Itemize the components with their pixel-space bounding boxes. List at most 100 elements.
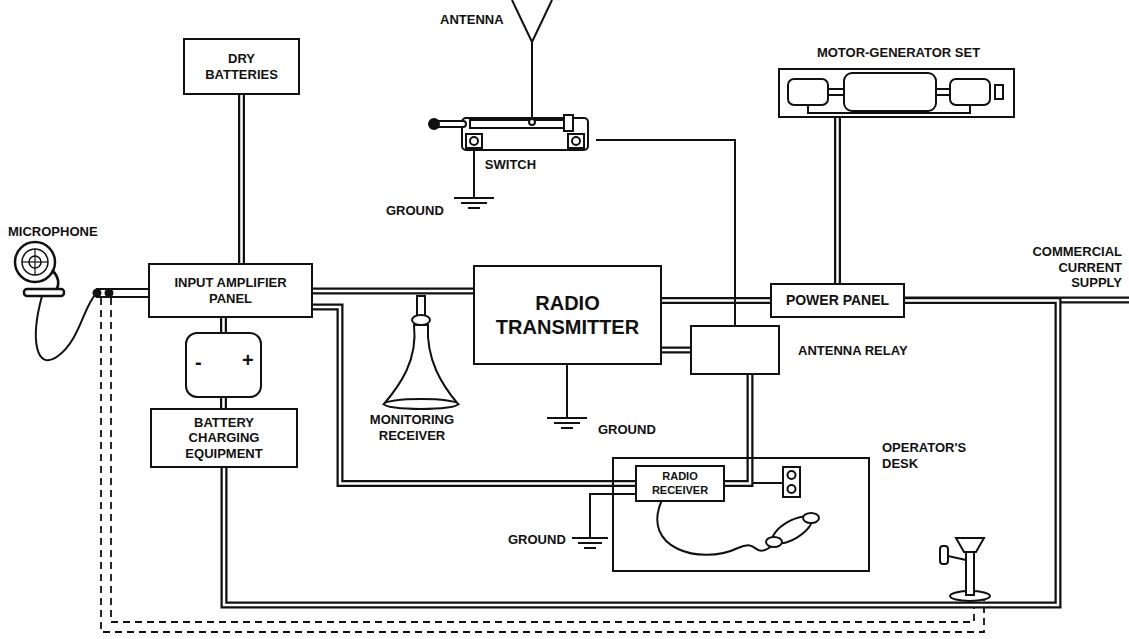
cable	[662, 350, 690, 351]
cable-sheath	[662, 297, 770, 304]
part-label: MICROPHONE	[8, 224, 98, 240]
microphone-part	[22, 249, 48, 275]
node-label: ANTENNA RELAY	[798, 343, 908, 359]
part-label: ANTENNA	[440, 12, 504, 28]
cable-core	[725, 375, 750, 484]
node-label: MOTOR-GENERATOR SET	[780, 45, 1017, 61]
cable-core	[222, 318, 225, 332]
ground-symbol-part	[547, 417, 587, 419]
battery-box: DRY BATTERIES	[183, 38, 300, 95]
cable	[223, 398, 224, 408]
desk-telephone-part	[956, 538, 984, 552]
ground-symbol-part	[473, 150, 475, 198]
cable-core	[662, 299, 770, 302]
ground-symbol-part	[572, 537, 608, 539]
desk-telephone-part	[966, 551, 974, 595]
desk-key-box	[750, 467, 800, 497]
microphone-leads-part	[96, 288, 148, 290]
knife-switch-part	[470, 120, 565, 128]
operator-desk: OPERATOR'S DESKRADIO RECEIVER	[612, 457, 870, 572]
part-label: COMMERCIAL CURRENT SUPPLY	[1022, 244, 1122, 291]
antenna-switch: SWITCH	[425, 112, 596, 174]
node-label: DRY BATTERIES	[194, 51, 289, 82]
desk-telephone-part	[940, 546, 948, 564]
ground-symbol-part	[468, 207, 480, 209]
microphone-leads	[94, 289, 149, 297]
knife-switch-part	[466, 134, 482, 148]
antenna-wires-part	[531, 42, 533, 119]
cable	[725, 375, 750, 484]
desk-key-box-part	[788, 471, 796, 479]
part-label: GROUND	[598, 422, 656, 438]
part-label: MONITORING RECEIVER	[352, 412, 472, 443]
desk-key-box-part	[783, 467, 800, 497]
node-label: RADIO RECEIVER	[641, 470, 719, 496]
node-label: RADIO TRANSMITTER	[485, 291, 650, 339]
motor-generator	[788, 73, 1003, 113]
cable-core	[222, 398, 225, 408]
headset-part	[803, 513, 819, 523]
knife-switch-part	[568, 134, 584, 148]
cable-sheath	[220, 318, 227, 332]
node-label: OPERATOR'S DESK	[882, 440, 974, 471]
node-label: -	[195, 350, 202, 374]
motor-generator-set: MOTOR-GENERATOR SET	[778, 68, 1015, 118]
ground-symbol-part	[554, 422, 580, 424]
desk-telephone	[940, 538, 990, 601]
microphone-part	[36, 294, 96, 360]
knife-switch-part	[564, 115, 573, 131]
motor-generator-part	[808, 105, 970, 113]
node-label: BATTERY CHARGING EQUIPMENT	[174, 415, 274, 462]
knife-switch-part	[529, 119, 535, 125]
microphone	[15, 242, 96, 360]
desk-telephone-part	[948, 556, 966, 560]
ground-symbol-part	[461, 202, 487, 204]
desk-key-box-part	[750, 482, 783, 484]
part-label: GROUND	[386, 203, 444, 219]
node-label: INPUT AMPLIFIER PANEL	[156, 275, 306, 306]
monitoring-receiver-part	[384, 325, 458, 404]
charging-box: BATTERY CHARGING EQUIPMENT	[150, 408, 298, 468]
headset-part	[766, 537, 782, 547]
node-label: POWER PANEL	[786, 292, 889, 309]
antenna-wires-part	[532, 0, 552, 42]
cable-sheath	[834, 118, 841, 283]
ground-symbol-part	[578, 542, 602, 544]
cable-sheath	[313, 288, 473, 295]
cable-sheath	[238, 95, 245, 263]
ground-symbol-part	[566, 365, 568, 418]
microphone-part	[15, 242, 55, 282]
monitoring-receiver-part	[412, 315, 430, 325]
power-panel: POWER PANEL	[770, 283, 905, 318]
motor-generator-part	[828, 89, 844, 95]
ground-symbol-part	[561, 427, 573, 429]
headset-part	[657, 500, 772, 555]
microphone-leads-part	[94, 290, 101, 297]
ground-symbol-part	[584, 547, 596, 549]
storage-battery: -+	[185, 332, 262, 398]
knife-switch-part	[470, 137, 478, 145]
antenna-wires-part	[512, 0, 532, 42]
cable-sheath	[662, 347, 690, 354]
cable-core	[240, 95, 243, 263]
cable-sheath	[220, 398, 227, 408]
amplifier-panel: INPUT AMPLIFIER PANEL	[148, 263, 313, 318]
desk-key-box-part	[788, 485, 796, 493]
knife-switch-part	[572, 137, 580, 145]
microphone-part	[22, 261, 48, 262]
headset	[657, 500, 819, 555]
cable-core	[836, 118, 839, 283]
radio-receiver: RADIO RECEIVER	[635, 465, 725, 502]
node-label: SWITCH	[425, 157, 596, 173]
cable	[313, 291, 473, 292]
motor-generator-part	[788, 79, 828, 105]
cable	[223, 318, 224, 332]
antenna-wires	[512, 0, 552, 119]
monitoring-receiver-part	[384, 399, 458, 409]
monitoring-receiver-part	[417, 296, 425, 316]
part-label: GROUND	[508, 532, 566, 548]
antenna-relay: ANTENNA RELAY	[690, 325, 780, 375]
microphone-leads-part	[106, 290, 113, 297]
microphone-leads-part	[96, 296, 148, 298]
